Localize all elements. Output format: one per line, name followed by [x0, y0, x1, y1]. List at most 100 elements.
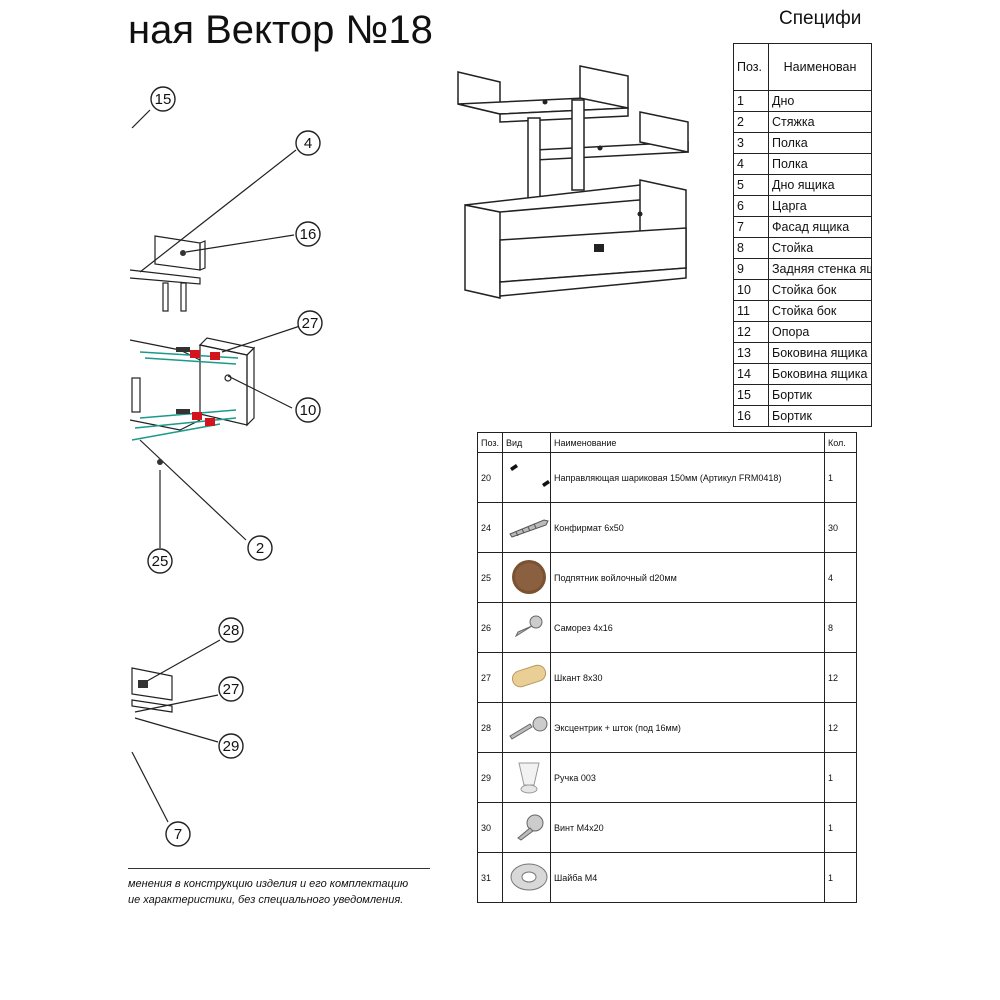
callout-4: 4	[304, 135, 312, 152]
assembled-shelf-isometric-view	[457, 65, 689, 299]
row-position: 10	[733, 279, 769, 301]
table-header-row: Поз. Наименован	[733, 43, 872, 91]
row-name: Стойка бок	[768, 300, 872, 322]
row-quantity: 30	[824, 502, 857, 553]
row-position: 2	[733, 111, 769, 133]
row-name: Направляющая шариковая 150мм (Артикул FR…	[550, 452, 825, 503]
row-name: Конфирмат 6x50	[550, 502, 825, 553]
row-name: Боковина ящика	[768, 342, 872, 364]
row-quantity: 4	[824, 552, 857, 603]
row-name: Бортик	[768, 384, 872, 406]
washer-icon	[502, 852, 551, 903]
row-position: 8	[733, 237, 769, 259]
row-name: Подпятник войлочный d20мм	[550, 552, 825, 603]
row-name: Царга	[768, 195, 872, 217]
row-position: 13	[733, 342, 769, 364]
row-position: 15	[733, 384, 769, 406]
footer-note-line-1: менения в конструкцию изделия и его комп…	[128, 878, 409, 890]
row-name: Дно	[768, 90, 872, 112]
row-name: Эксцентрик + шток (под 16мм)	[550, 702, 825, 753]
row-position: 26	[477, 602, 503, 653]
row-position: 9	[733, 258, 769, 280]
row-name: Шкант 8x30	[550, 652, 825, 703]
row-name: Дно ящика	[768, 174, 872, 196]
cam-fitting-icon	[502, 702, 551, 753]
slide-rail-icon	[502, 452, 551, 503]
dowel-icon	[502, 652, 551, 703]
column-header-position: Поз.	[733, 43, 769, 91]
row-name: Полка	[768, 132, 872, 154]
row-name: Задняя стенка ящ	[768, 258, 872, 280]
row-position: 11	[733, 300, 769, 322]
row-name: Фасад ящика	[768, 216, 872, 238]
footer-note-line-2: ие характеристики, без специального увед…	[128, 894, 404, 906]
row-position: 12	[733, 321, 769, 343]
row-quantity: 1	[824, 852, 857, 903]
row-name: Опора	[768, 321, 872, 343]
row-name: Бортик	[768, 405, 872, 427]
callout-16: 16	[300, 226, 317, 243]
row-position: 7	[733, 216, 769, 238]
row-quantity: 1	[824, 452, 857, 503]
row-name: Винт М4x20	[550, 802, 825, 853]
row-position: 24	[477, 502, 503, 553]
row-position: 29	[477, 752, 503, 803]
callout-2: 2	[256, 540, 264, 557]
row-position: 20	[477, 452, 503, 503]
column-header-quantity: Кол.	[824, 432, 857, 453]
row-name: Стойка бок	[768, 279, 872, 301]
callout-10: 10	[300, 402, 317, 419]
bolt-icon	[502, 802, 551, 853]
callout-27b: 27	[223, 681, 240, 698]
row-position: 16	[733, 405, 769, 427]
callout-15: 15	[155, 91, 172, 108]
row-name: Стяжка	[768, 111, 872, 133]
column-header-name: Наименование	[550, 432, 825, 453]
callout-28: 28	[223, 622, 240, 639]
row-name: Ручка 003	[550, 752, 825, 803]
felt-pad-icon	[502, 552, 551, 603]
row-position: 14	[733, 363, 769, 385]
callout-7: 7	[174, 826, 182, 843]
row-position: 31	[477, 852, 503, 903]
specification-title: Специфи	[779, 8, 862, 29]
document-title: ная Вектор №18	[128, 8, 433, 52]
row-position: 1	[733, 90, 769, 112]
column-header-name: Наименован	[768, 43, 872, 91]
knob-handle-icon	[502, 752, 551, 803]
column-header-position: Поз.	[477, 432, 503, 453]
callout-27: 27	[302, 315, 319, 332]
row-name: Стойка	[768, 237, 872, 259]
row-position: 30	[477, 802, 503, 853]
callout-29: 29	[223, 738, 240, 755]
footer-divider	[128, 868, 430, 869]
row-quantity: 1	[824, 752, 857, 803]
footer-note: менения в конструкцию изделия и его комп…	[128, 876, 428, 908]
row-quantity: 12	[824, 652, 857, 703]
row-position: 5	[733, 174, 769, 196]
row-position: 28	[477, 702, 503, 753]
